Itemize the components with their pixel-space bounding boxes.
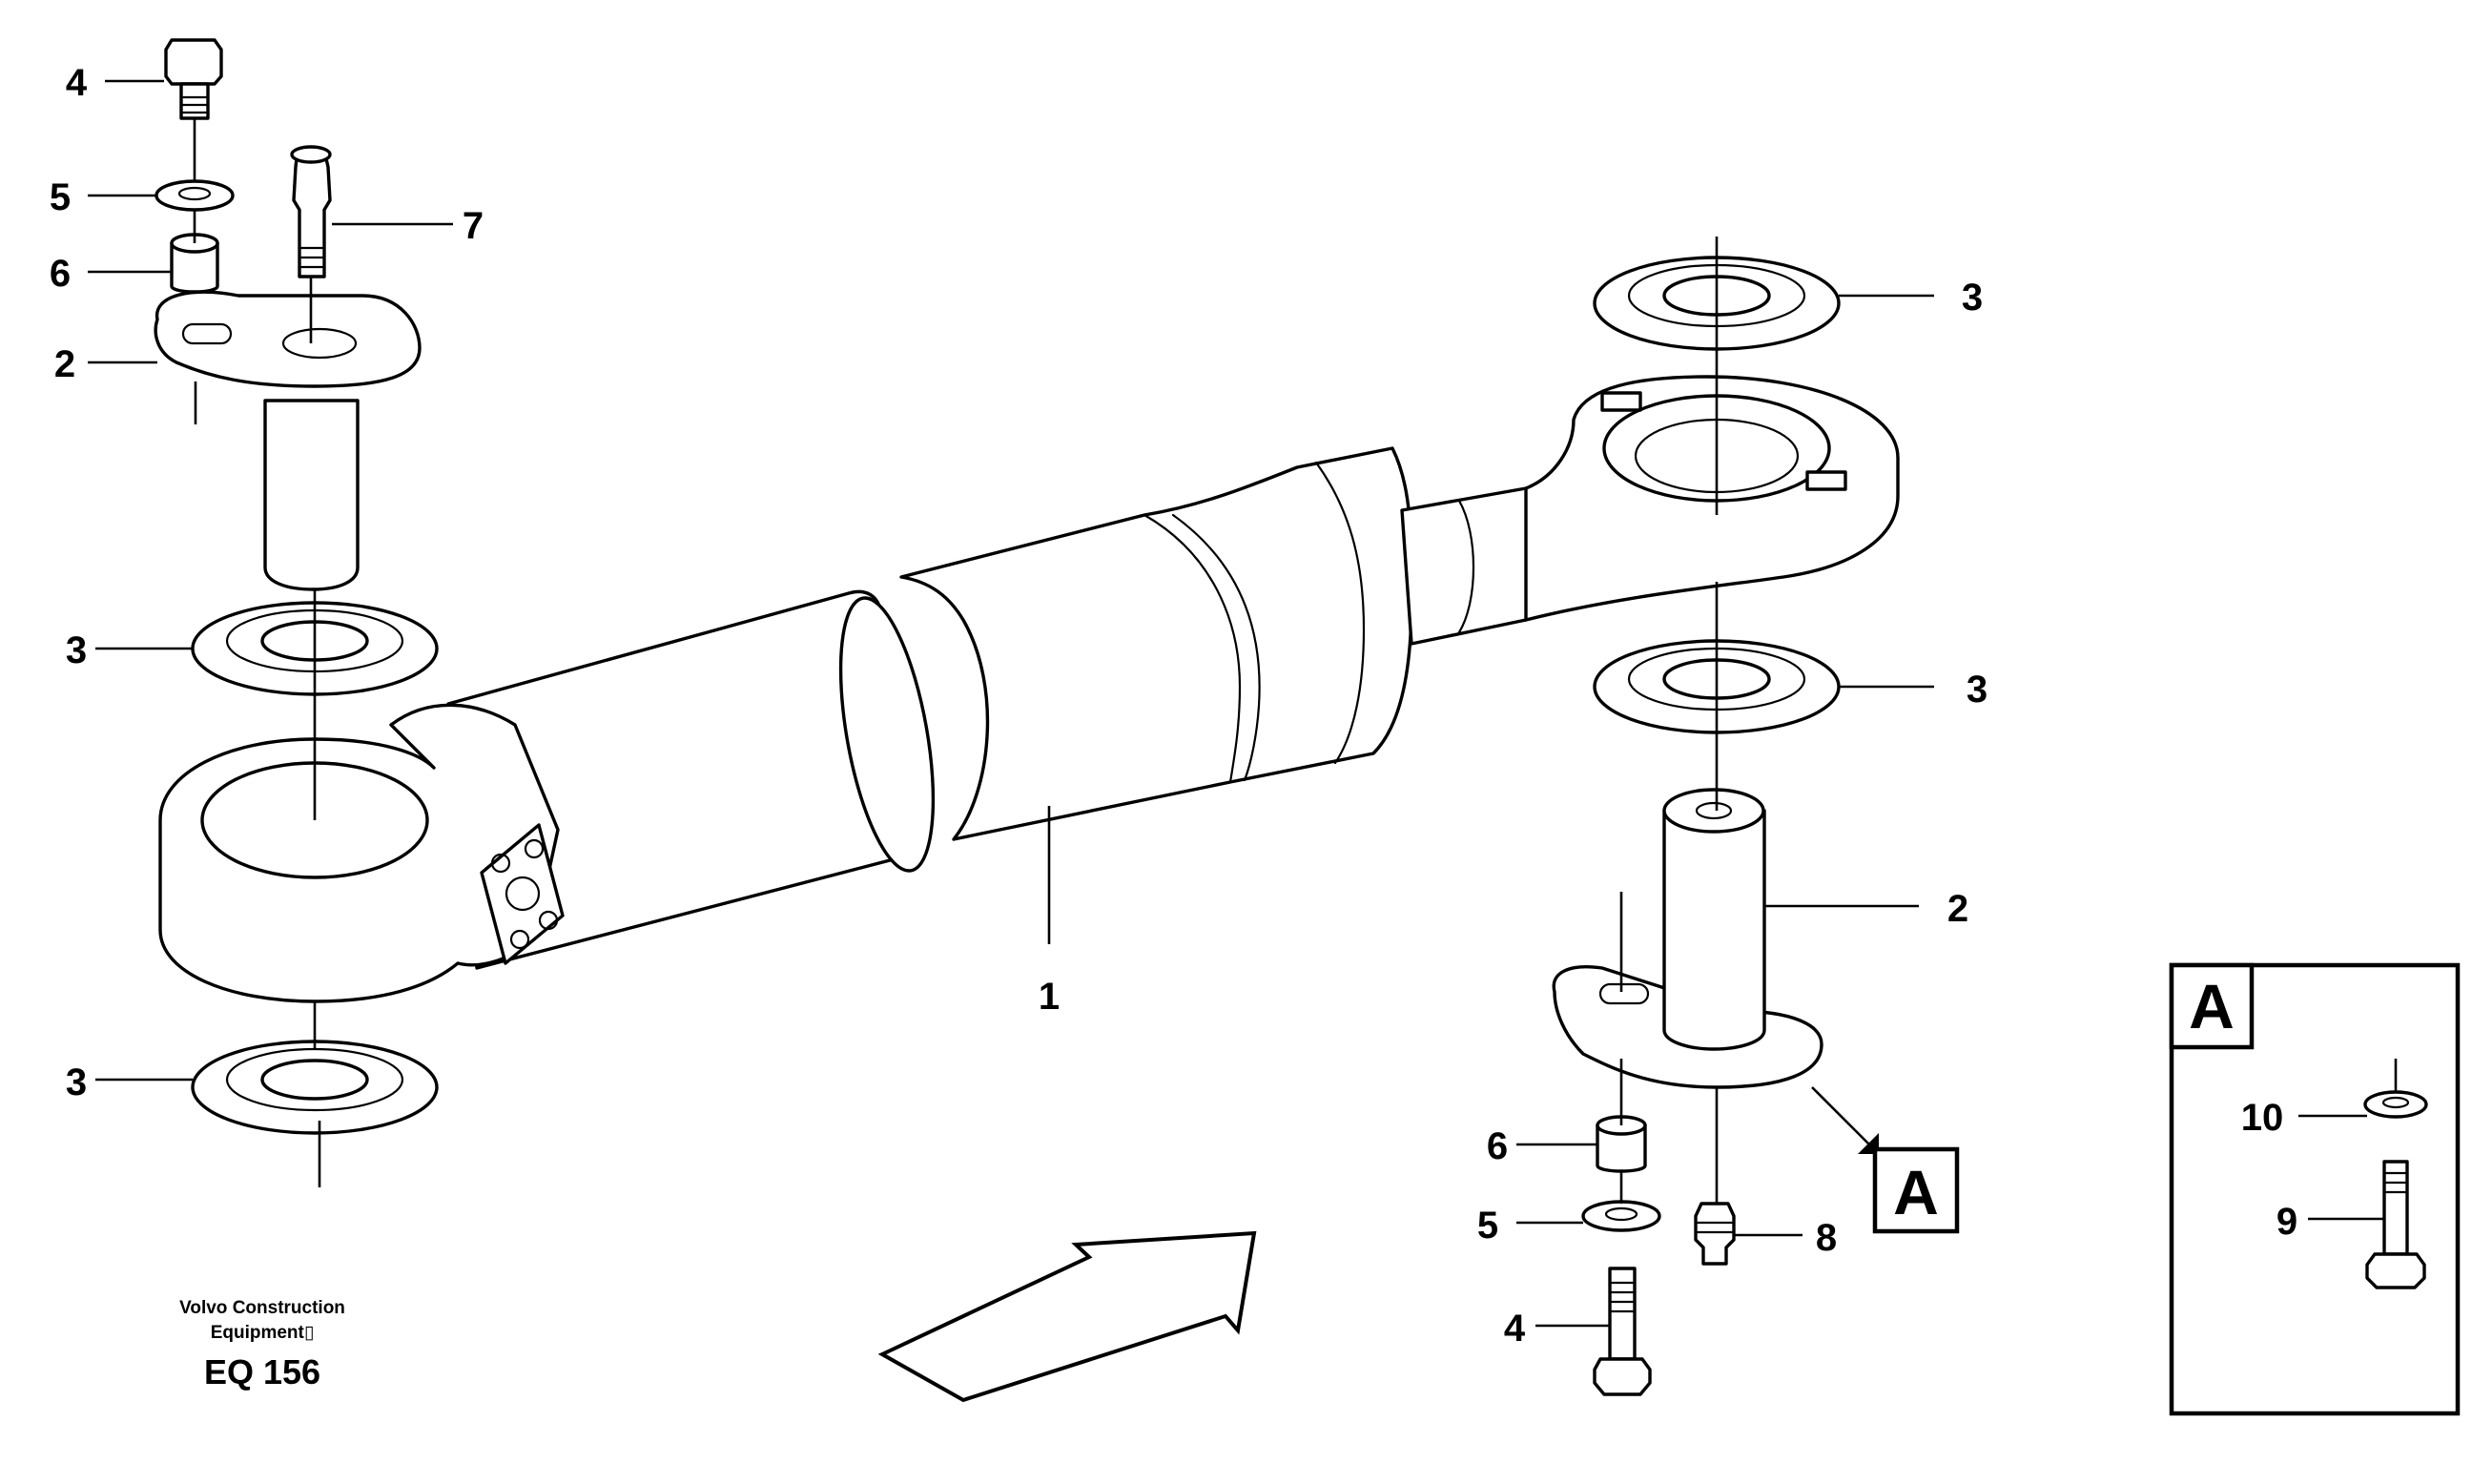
callout-6-top: 6 — [50, 253, 71, 295]
pin-flanged-lower — [1552, 788, 1823, 1089]
hydraulic-cylinder — [158, 375, 1900, 1003]
spacer-upper — [170, 233, 219, 294]
callout-4-bottom: 4 — [1504, 1308, 1526, 1350]
callout-9: 9 — [2276, 1201, 2297, 1243]
bolt-detail-9 — [2365, 1160, 2426, 1289]
seal-ring-left-lower — [191, 1040, 439, 1135]
callout-labels: 4 5 6 2 7 3 3 1 3 3 2 6 5 4 8 10 9 — [50, 62, 2297, 1350]
detail-box-label: A — [2189, 971, 2235, 1041]
callout-8: 8 — [1816, 1217, 1837, 1259]
drawing-reference: Volvo Construction Equipment▯ EQ 156 — [179, 1298, 345, 1391]
detail-a-box: A — [2169, 962, 2461, 1416]
bolt-lower — [1593, 1267, 1652, 1396]
rod-eye-lug — [1600, 391, 1642, 412]
callout-leaders — [88, 79, 2384, 1328]
callout-3-right-lower: 3 — [1967, 669, 1988, 711]
barrel-cut-end — [838, 596, 936, 873]
piston-rod — [1400, 486, 1542, 646]
callout-2-right: 2 — [1947, 888, 1968, 930]
spacer-lower — [1596, 1115, 1647, 1173]
assembly-axis-lines — [193, 118, 2398, 1204]
rod-eye-lug — [1805, 470, 1847, 491]
washer-upper — [154, 179, 235, 212]
callout-3-left-upper: 3 — [66, 629, 87, 671]
drawing-code: EQ 156 — [204, 1352, 320, 1391]
callout-3-left-lower: 3 — [66, 1061, 87, 1103]
callout-6-bottom: 6 — [1487, 1125, 1508, 1167]
lube-nipple-8 — [1694, 1202, 1736, 1266]
pin-flange — [154, 290, 422, 388]
publisher-line-2: Equipment▯ — [211, 1323, 315, 1343]
washer-lower — [1581, 1200, 1661, 1232]
callout-1: 1 — [1039, 976, 1060, 1018]
publisher-line-1: Volvo Construction — [179, 1298, 345, 1318]
callout-10: 10 — [2241, 1097, 2284, 1139]
callout-5-top: 5 — [50, 176, 71, 218]
view-direction-arrow — [877, 1230, 1257, 1403]
callout-2-top: 2 — [54, 343, 75, 385]
cylinder-port-block — [480, 823, 565, 965]
lube-nipple-7 — [290, 145, 332, 278]
washer-detail-10 — [2363, 1090, 2428, 1119]
callout-3-right-upper: 3 — [1962, 277, 1983, 319]
cylinder-head-tube — [899, 446, 1413, 841]
detail-ref-label: A — [1893, 1157, 1939, 1227]
detail-a-reference: A — [1811, 1086, 1960, 1234]
callout-5-bottom: 5 — [1477, 1205, 1498, 1247]
pin-flanged-upper — [154, 290, 422, 591]
callout-7: 7 — [463, 205, 484, 247]
bolt-upper — [164, 38, 223, 120]
callout-4-top: 4 — [66, 62, 88, 104]
